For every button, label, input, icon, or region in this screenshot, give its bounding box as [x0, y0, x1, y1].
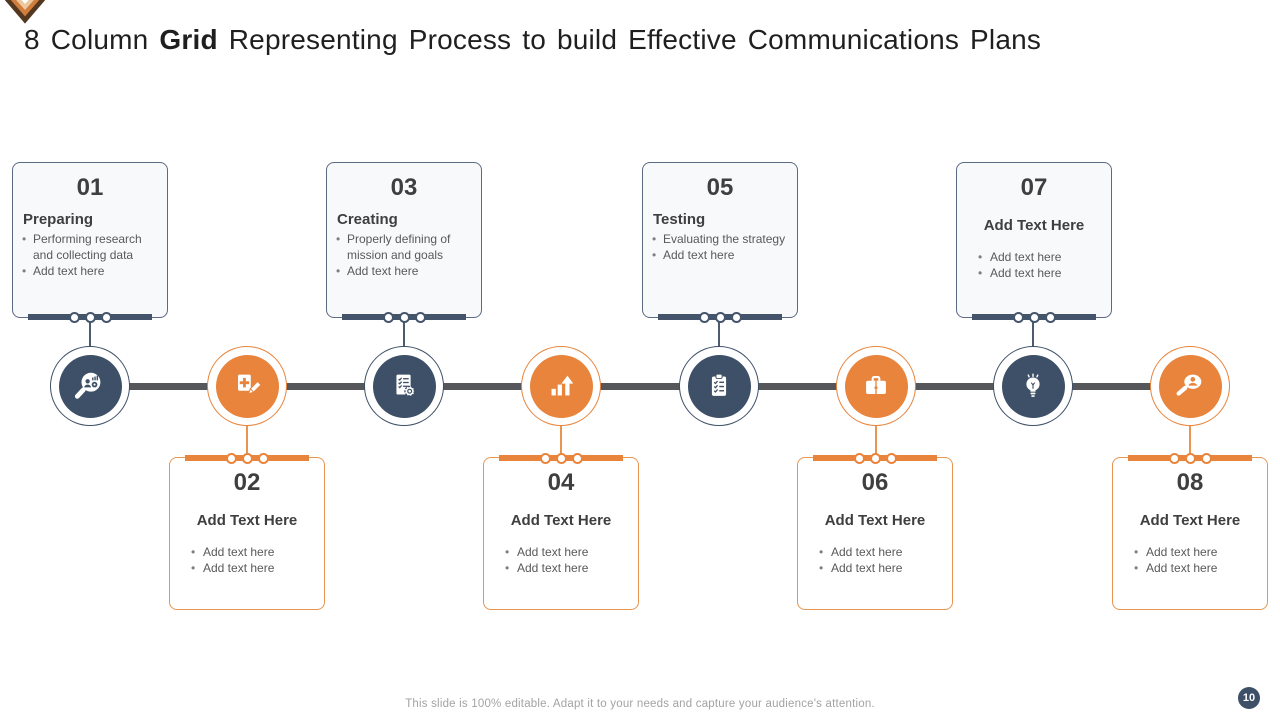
step-bullets: Add text here Add text here: [957, 249, 1107, 281]
step-card-05[interactable]: 05 Testing Evaluating the strategy Add t…: [642, 162, 798, 323]
step-card-06[interactable]: 06 Add Text Here Add text here Add text …: [797, 452, 953, 610]
step-title: Testing: [653, 211, 706, 228]
step-bullets: Performing research and collecting data …: [13, 231, 163, 279]
growth-chart-icon: [551, 375, 574, 396]
timeline-line: [90, 383, 1190, 390]
bullet-item: Add text here: [957, 249, 1107, 265]
title-suffix: Representing Process to build Effective …: [217, 24, 1042, 55]
connector-line-03: [403, 319, 405, 348]
step-node-05[interactable]: [679, 346, 759, 426]
connector-bar: [342, 311, 466, 323]
research-magnifier-icon: [74, 372, 101, 399]
bullet-item: Add text here: [327, 263, 477, 279]
step-node-02[interactable]: [207, 346, 287, 426]
connector-line-01: [89, 319, 91, 348]
step-title: Creating: [337, 211, 398, 228]
step-title: Add Text Here: [1139, 512, 1241, 529]
title-bold-word: Grid: [159, 24, 218, 55]
step-number: 04: [547, 469, 575, 496]
bullet-item: Add text here: [13, 263, 163, 279]
connector-bar: [972, 311, 1096, 323]
page-title[interactable]: 8 Column Grid Representing Process to bu…: [24, 24, 1041, 56]
bullet-item: Add text here: [798, 560, 948, 576]
step-card-04[interactable]: 04 Add Text Here Add text here Add text …: [483, 452, 639, 610]
bullet-item: Performing research and collecting data: [13, 231, 163, 263]
title-prefix: 8 Column: [24, 24, 160, 55]
connector-bar: [658, 311, 782, 323]
bullet-item: Add text here: [1113, 544, 1263, 560]
step-node-08[interactable]: [1150, 346, 1230, 426]
step-bullets: Add text here Add text here: [798, 544, 948, 576]
step-bullets: Add text here Add text here: [484, 544, 634, 576]
brand-logo-icon: [4, 0, 46, 24]
connector-bar: [499, 452, 623, 464]
step-number: 06: [861, 469, 889, 496]
bullet-item: Properly defining of mission and goals: [327, 231, 477, 263]
connector-line-07: [1032, 319, 1034, 348]
step-bullets: Properly defining of mission and goals A…: [327, 231, 477, 279]
bullet-item: Add text here: [170, 544, 320, 560]
connector-bar: [813, 452, 937, 464]
step-node-07[interactable]: [993, 346, 1073, 426]
step-number: 01: [76, 174, 104, 201]
note-pencil-icon: [238, 374, 262, 395]
bullet-item: Add text here: [170, 560, 320, 576]
connector-bar: [28, 311, 152, 323]
document-gear-icon: [396, 374, 416, 397]
step-number: 07: [1020, 174, 1048, 201]
footer-note: This slide is 100% editable. Adapt it to…: [405, 698, 875, 710]
lightbulb-icon: [1026, 373, 1040, 397]
connector-bar: [1128, 452, 1252, 464]
step-bullets: Add text here Add text here: [170, 544, 320, 576]
clipboard-checklist-icon: [711, 373, 727, 396]
person-search-icon: [1176, 374, 1202, 396]
connector-bar: [185, 452, 309, 464]
connector-line-02: [246, 426, 248, 458]
step-node-01[interactable]: [50, 346, 130, 426]
bullet-item: Add text here: [798, 544, 948, 560]
step-card-01[interactable]: 01 Preparing Performing research and col…: [12, 162, 168, 323]
step-card-03[interactable]: 03 Creating Properly defining of mission…: [326, 162, 482, 323]
connector-line-06: [875, 426, 877, 458]
step-number: 05: [706, 174, 734, 201]
bullet-item: Evaluating the strategy: [643, 231, 793, 247]
step-number: 08: [1176, 469, 1204, 496]
step-card-02[interactable]: 02 Add Text Here Add text here Add text …: [169, 452, 325, 610]
step-node-06[interactable]: [836, 346, 916, 426]
step-bullets: Evaluating the strategy Add text here: [643, 231, 793, 263]
step-node-04[interactable]: [521, 346, 601, 426]
page-number-badge: 10: [1238, 687, 1260, 709]
step-title: Add Text Here: [824, 512, 926, 529]
bullet-item: Add text here: [643, 247, 793, 263]
connector-line-04: [560, 426, 562, 458]
step-title: Add Text Here: [983, 217, 1085, 234]
step-title: Add Text Here: [196, 512, 298, 529]
bullet-item: Add text here: [957, 265, 1107, 281]
bullet-item: Add text here: [484, 544, 634, 560]
connector-line-08: [1189, 426, 1191, 458]
bullet-item: Add text here: [484, 560, 634, 576]
step-title: Add Text Here: [510, 512, 612, 529]
step-title: Preparing: [23, 211, 94, 228]
step-number: 02: [233, 469, 261, 496]
step-bullets: Add text here Add text here: [1113, 544, 1263, 576]
briefcase-icon: [866, 375, 886, 395]
step-card-08[interactable]: 08 Add Text Here Add text here Add text …: [1112, 452, 1268, 610]
step-node-03[interactable]: [364, 346, 444, 426]
connector-line-05: [718, 319, 720, 348]
bullet-item: Add text here: [1113, 560, 1263, 576]
step-number: 03: [390, 174, 418, 201]
step-card-07[interactable]: 07 Add Text Here Add text here Add text …: [956, 162, 1112, 323]
